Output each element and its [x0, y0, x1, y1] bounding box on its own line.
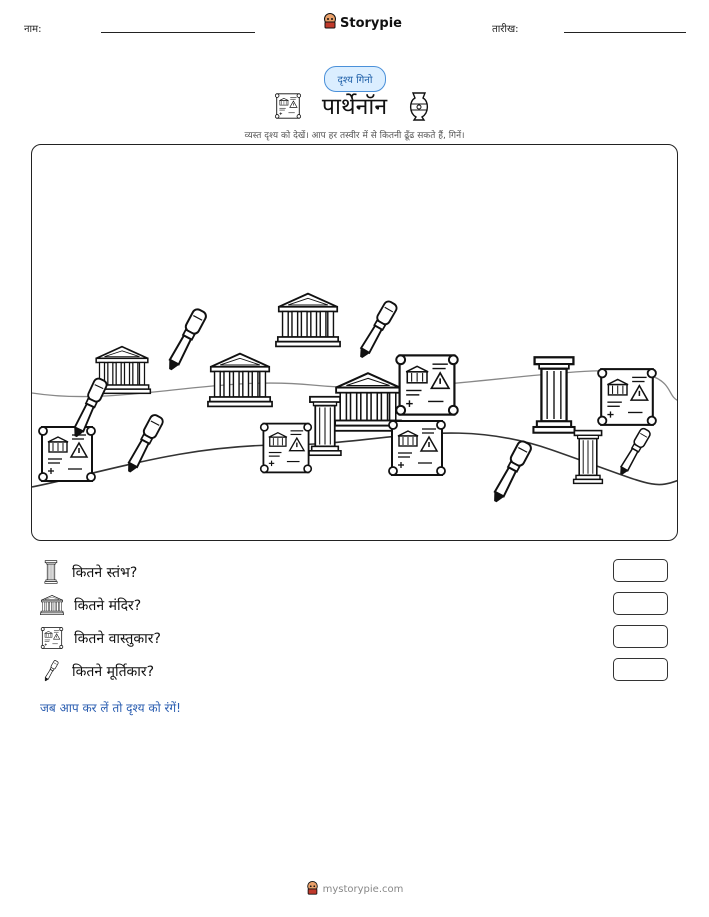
- answer-box-columns[interactable]: [613, 559, 668, 582]
- busy-scene: [31, 144, 678, 541]
- footer: mystorypie.com: [0, 881, 709, 898]
- question-text: कितने स्तंभ?: [72, 564, 138, 581]
- question-columns: कितने स्तंभ?: [40, 560, 137, 584]
- column-icon: [532, 356, 576, 434]
- question-sculptors: कितने मूर्तिकार?: [40, 659, 154, 683]
- coloring-note: जब आप कर लें तो दृश्य को रंगें!: [40, 701, 181, 715]
- chisel-icon: [354, 298, 400, 362]
- date-line[interactable]: [564, 32, 686, 33]
- blueprint-icon: [38, 426, 96, 482]
- activity-badge: दृश्य गिनो: [324, 66, 386, 92]
- storypie-mascot-icon: [323, 13, 337, 33]
- chisel-icon: [163, 306, 209, 374]
- temple-icon: [275, 292, 341, 348]
- name-line[interactable]: [101, 32, 255, 33]
- column-icon: [572, 429, 604, 485]
- question-temples: कितने मंदिर?: [40, 593, 141, 617]
- chisel-icon: [615, 426, 653, 478]
- blueprint-icon: [395, 354, 459, 416]
- question-text: कितने मूर्तिकार?: [72, 663, 155, 680]
- brand-logo: Storypie: [323, 13, 402, 33]
- answer-box-temples[interactable]: [613, 592, 668, 615]
- name-label: नाम:: [24, 24, 42, 35]
- chisel-icon: [488, 438, 534, 506]
- chisel-icon: [42, 659, 60, 683]
- question-text: कितने मंदिर?: [74, 597, 142, 614]
- answer-box-sculptors[interactable]: [613, 658, 668, 681]
- chisel-icon: [122, 412, 166, 476]
- blueprint-icon: [388, 420, 446, 476]
- blueprint-icon: [597, 368, 657, 426]
- question-text: कितने वास्तुकार?: [74, 630, 161, 647]
- answer-box-architects[interactable]: [613, 625, 668, 648]
- footer-url[interactable]: mystorypie.com: [322, 884, 404, 895]
- instructions: व्यस्त दृश्य को देखें। आप हर तस्वीर में …: [244, 131, 465, 141]
- temple-icon: [40, 594, 64, 616]
- question-architects: कितने वास्तुकार?: [40, 626, 161, 650]
- column-icon: [40, 560, 62, 584]
- vase-icon: [407, 91, 431, 125]
- page-title: पार्थेनॉन: [321, 94, 388, 120]
- blueprint-icon: [40, 626, 64, 650]
- date-label: तारीख:: [492, 24, 519, 35]
- brand-name: Storypie: [340, 15, 402, 31]
- temple-icon: [207, 352, 273, 408]
- blueprint-icon: [259, 422, 313, 474]
- storypie-mascot-icon: [306, 881, 319, 898]
